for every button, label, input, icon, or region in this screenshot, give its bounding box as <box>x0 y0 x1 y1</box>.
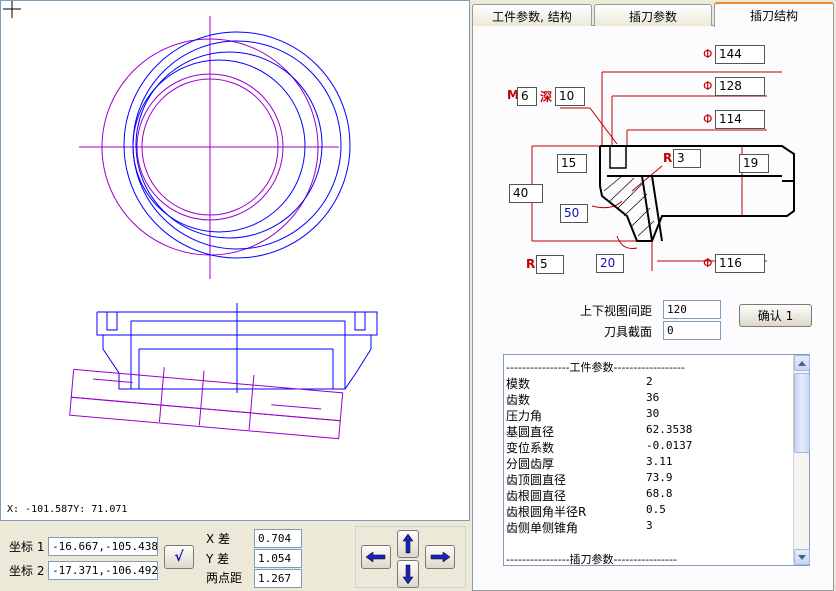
r5-field[interactable]: 5 <box>536 255 564 274</box>
cutter-structure-diagram <box>531 71 795 271</box>
inner-circle-purple-1 <box>136 73 284 221</box>
phi128-field[interactable]: 128 <box>715 77 765 96</box>
ydiff-label: Y 差 <box>206 552 230 566</box>
h40-field[interactable]: 40 <box>509 184 543 203</box>
arrow-down-icon <box>402 564 414 585</box>
depth-field[interactable]: 10 <box>555 87 585 106</box>
arrow-left-icon <box>365 551 386 563</box>
depth-label: 深 <box>540 90 553 104</box>
tab-cutter-structure[interactable]: 插刀结构 <box>714 2 834 27</box>
coord2-field[interactable]: -17.371,-106.492 <box>48 561 158 580</box>
dist-field[interactable]: 1.267 <box>254 569 302 588</box>
confirm-button[interactable]: 确认 1 <box>739 304 812 327</box>
r5-label: R <box>526 257 536 271</box>
scroll-thumb[interactable] <box>794 373 810 453</box>
xdiff-field[interactable]: 0.704 <box>254 529 302 548</box>
confirm-label: 确认 1 <box>757 309 794 323</box>
inner-circle-blue-2 <box>132 59 306 233</box>
inner-circle-purple-2 <box>141 78 279 216</box>
gear-section <box>69 367 344 440</box>
chevron-up-icon <box>798 360 806 366</box>
params-header: ----------------工件参数------------------ <box>506 361 685 374</box>
outer-circle-blue <box>123 31 351 259</box>
pan-right-button[interactable] <box>425 545 455 569</box>
ydiff-field[interactable]: 1.054 <box>254 549 302 568</box>
params-footer: ----------------插刀参数---------------- <box>506 553 678 566</box>
coordinate-readout: X: -101.587Y: 71.071 <box>7 504 128 515</box>
section-field[interactable]: 0 <box>663 321 721 340</box>
phi144-field[interactable]: 144 <box>715 45 765 64</box>
phi-symbol-144: Φ <box>703 47 713 61</box>
list-item: 变位系数-0.0137 <box>506 439 693 455</box>
tab-workpiece[interactable]: 工件参数, 结构 <box>472 4 592 26</box>
middle-circle-blue <box>132 40 342 250</box>
scroll-down-button[interactable] <box>794 549 810 565</box>
phi116-field[interactable]: 116 <box>715 254 765 273</box>
pan-up-button[interactable] <box>397 530 419 558</box>
check-button[interactable]: √ <box>164 545 194 569</box>
phi114-field[interactable]: 114 <box>715 110 765 129</box>
coord2-label: 坐标 2 <box>9 564 45 578</box>
dist-label: 两点距 <box>206 571 243 585</box>
tab-bar: 工件参数, 结构 插刀参数 插刀结构 <box>470 2 836 27</box>
tab-cutter-params[interactable]: 插刀参数 <box>594 4 712 26</box>
vertical-scrollbar[interactable] <box>793 355 810 565</box>
h15-field[interactable]: 15 <box>557 154 587 173</box>
inner-circle-blue-1 <box>135 51 323 239</box>
pan-left-button[interactable] <box>361 545 391 569</box>
view-gap-field[interactable]: 120 <box>663 300 721 319</box>
cad-drawing <box>3 1 378 440</box>
arrow-up-icon <box>402 533 414 554</box>
params-listbox[interactable]: ----------------工件参数------------------ 模… <box>503 354 810 566</box>
xdiff-label: X 差 <box>206 532 231 546</box>
r3-label: R <box>663 151 673 165</box>
m-label: M <box>507 88 519 102</box>
m-field[interactable]: 6 <box>517 87 537 106</box>
phi-symbol-128: Φ <box>703 79 713 93</box>
cutter-profile <box>599 145 795 242</box>
chevron-down-icon <box>798 554 806 560</box>
angle50-field[interactable]: 50 <box>560 204 588 223</box>
pan-down-button[interactable] <box>397 560 419 588</box>
coord1-label: 坐标 1 <box>9 540 45 554</box>
r3-field[interactable]: 3 <box>673 149 701 168</box>
dimension-lines <box>531 71 782 271</box>
side-view-cutter <box>96 303 378 393</box>
arrow-right-icon <box>430 551 451 563</box>
check-icon: √ <box>174 549 184 565</box>
view-gap-label: 上下视图间距 <box>580 304 653 318</box>
section-label: 刀具截面 <box>604 325 653 339</box>
h19-field[interactable]: 19 <box>739 154 769 173</box>
drawing-canvas[interactable]: X: -101.587Y: 71.071 <box>0 0 470 521</box>
phi-symbol-116: Φ <box>703 256 713 270</box>
hatch <box>603 175 655 237</box>
phi-symbol-114: Φ <box>703 112 713 126</box>
coord1-field[interactable]: -16.667,-105.438 <box>48 537 158 556</box>
scroll-up-button[interactable] <box>794 355 810 371</box>
angle20-field[interactable]: 20 <box>596 254 624 273</box>
